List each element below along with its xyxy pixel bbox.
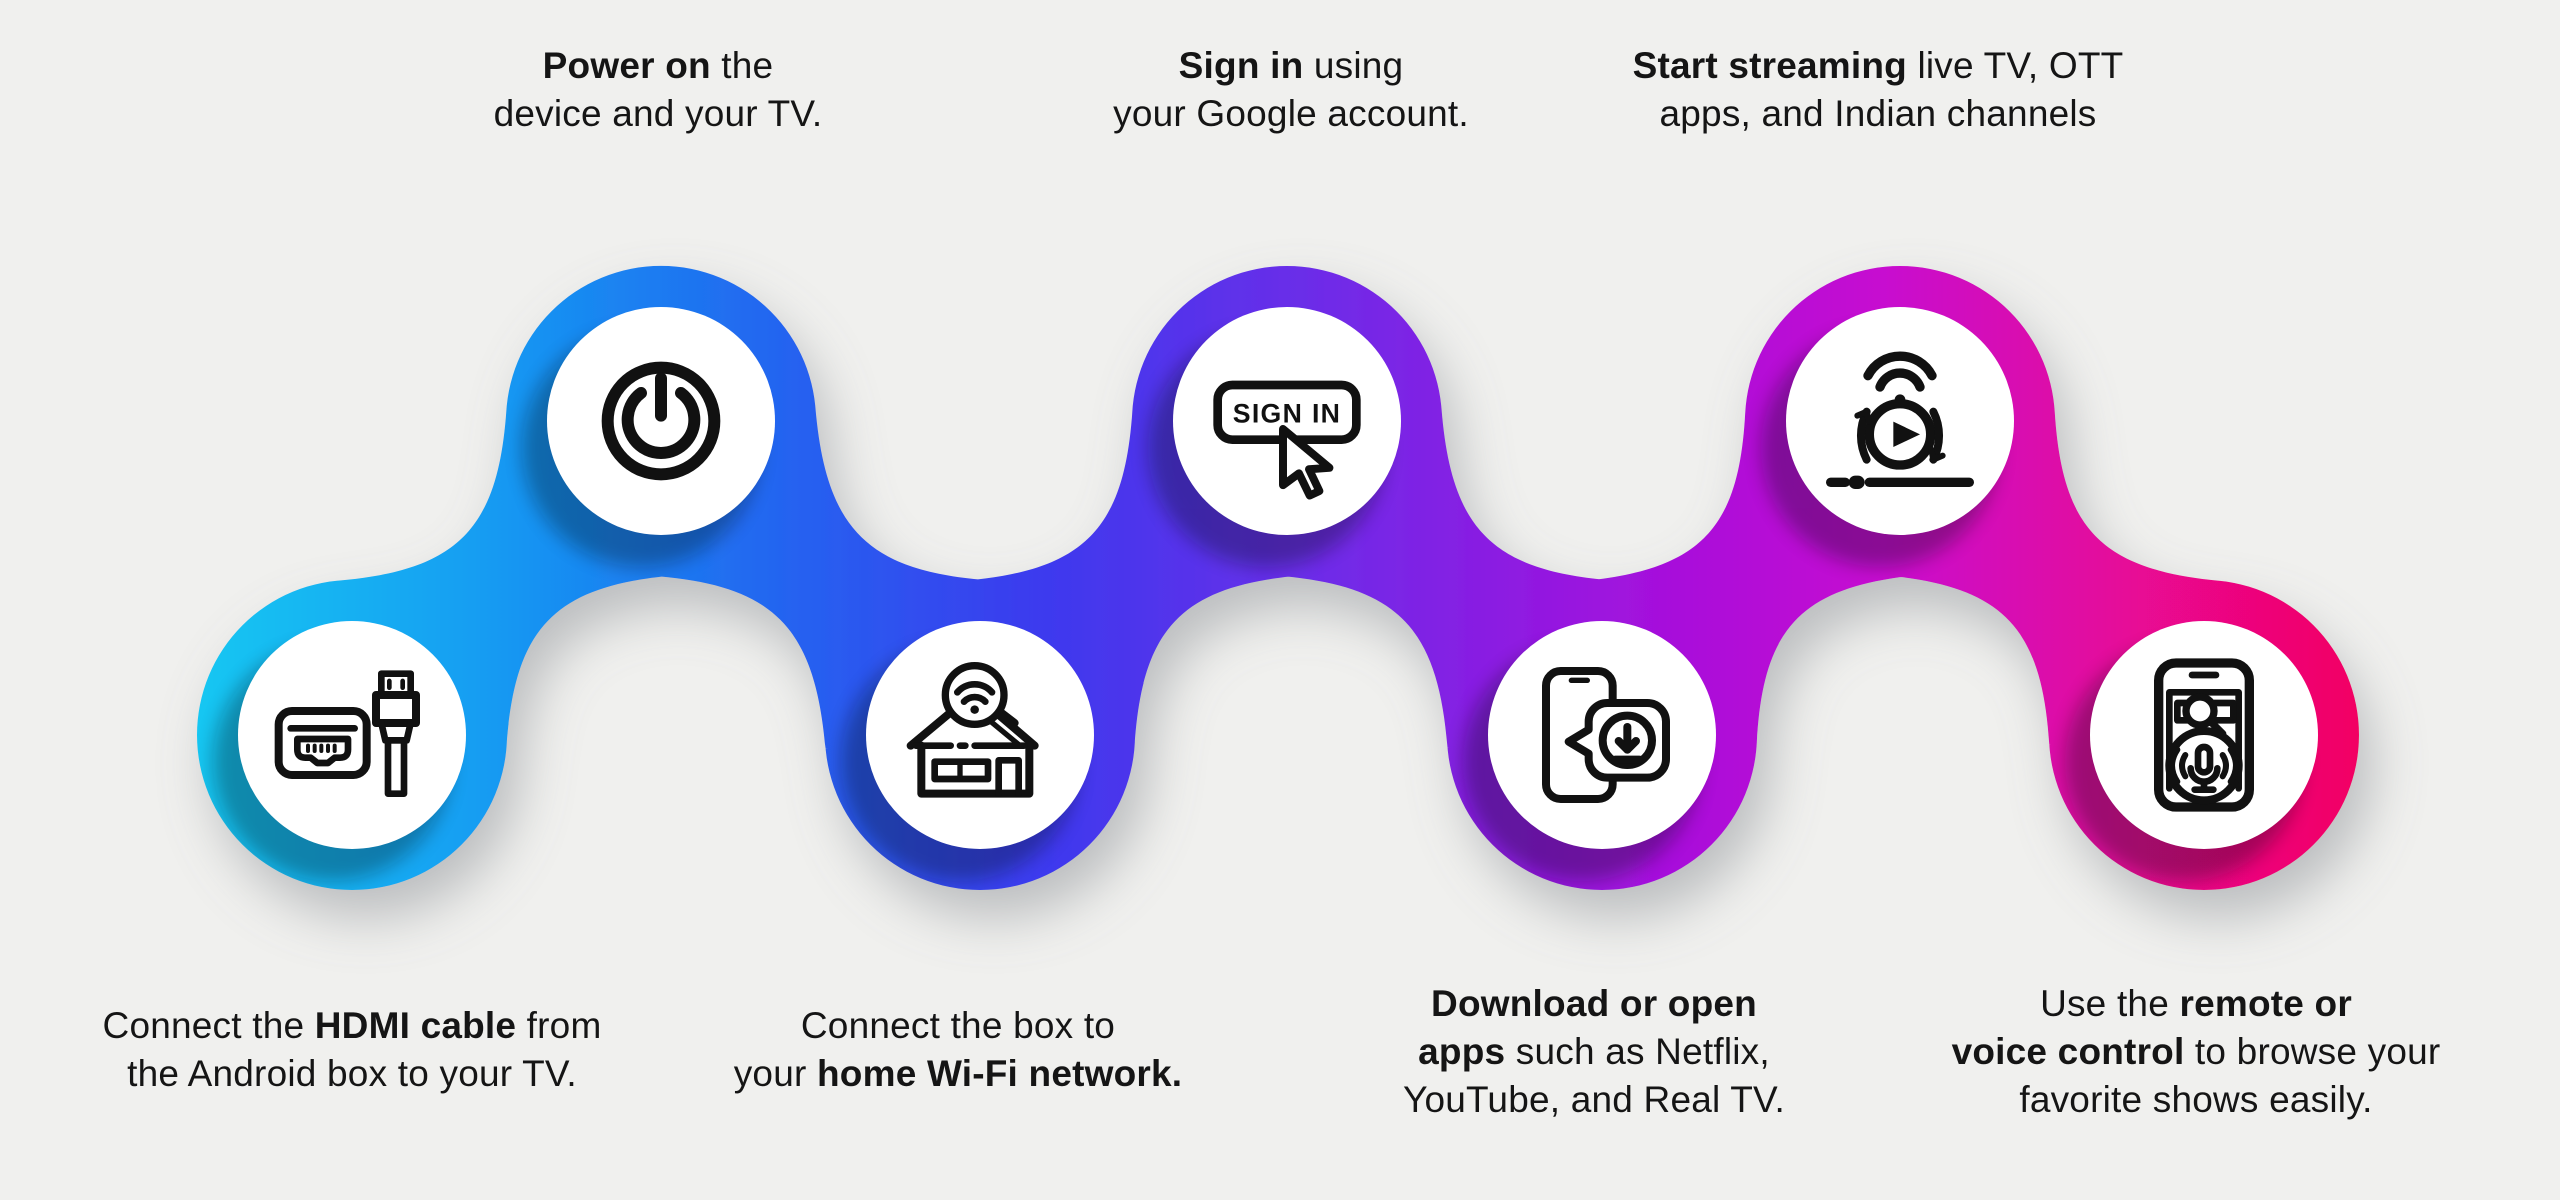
step-4-node: SIGN IN <box>1207 341 1367 501</box>
home-wifi-icon <box>906 662 1039 798</box>
hdmi-cable-icon <box>274 670 420 797</box>
app-download-icon <box>1542 667 1670 803</box>
step-6-caption: Start streaming live TV, OTT apps, and I… <box>1632 45 2124 134</box>
step-2-caption: Power on the device and your TV. <box>493 45 823 134</box>
step-2-node <box>581 341 741 501</box>
step-1-node <box>272 655 432 815</box>
power-icon <box>601 361 721 481</box>
step-3-node <box>900 655 1060 815</box>
streaming-icon <box>1826 351 1974 489</box>
step-1-caption: Connect the HDMI cable from the Android … <box>102 1005 602 1094</box>
voice-remote-icon <box>2154 658 2254 812</box>
step-7-caption: Use the remote or voice control to brows… <box>1951 983 2441 1120</box>
step-4-caption: Sign in using your Google account. <box>1113 45 1469 134</box>
step-3-caption: Connect the box to your home Wi-Fi netwo… <box>733 1005 1183 1094</box>
step-6-node <box>1820 341 1980 501</box>
sign-in-label: SIGN IN <box>1233 398 1342 428</box>
step-5-caption: Download or open apps such as Netflix, Y… <box>1402 983 1786 1120</box>
sign-in-button-icon: SIGN IN <box>1213 380 1361 500</box>
step-7-node <box>2124 655 2284 815</box>
step-5-node <box>1522 655 1682 815</box>
cursor-arrow-icon <box>1279 425 1334 500</box>
